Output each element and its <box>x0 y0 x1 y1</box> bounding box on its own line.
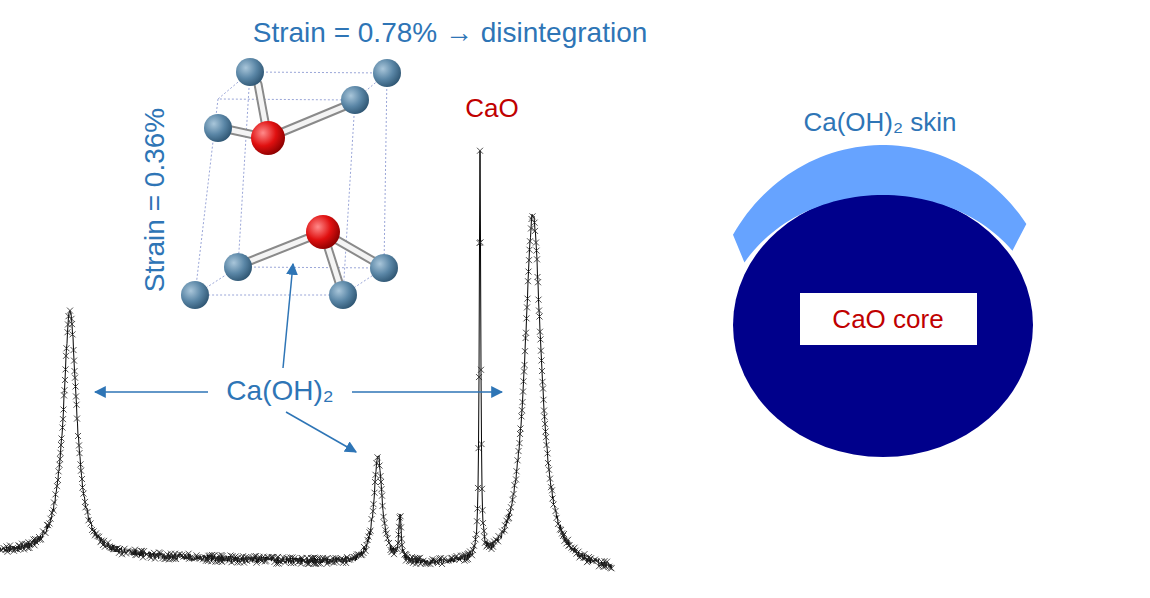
node-text: Ca(OH)₂ skin <box>803 108 956 137</box>
strain-note: Strain = 0.36% <box>140 108 171 292</box>
strain-note: Strain = 0.78% → disintegration <box>253 18 648 49</box>
ca-oh2-skin <box>733 145 1026 262</box>
bonds <box>222 84 382 292</box>
o-atoms <box>251 121 340 249</box>
xrd-markers <box>0 148 615 572</box>
phase-label: CaO <box>465 94 518 123</box>
phase-label: Ca(OH)₂ <box>226 376 333 407</box>
unit-cell-frame <box>195 72 387 295</box>
xrd-curve <box>0 151 612 569</box>
xrd-pattern <box>0 148 615 572</box>
node-text: CaO core <box>832 305 943 334</box>
skin-band: Ca(OH)₂ skin <box>725 105 1035 265</box>
core-label-box: CaO core <box>800 293 977 345</box>
cao-core-circle <box>733 193 1033 457</box>
ca-atoms <box>181 58 401 309</box>
